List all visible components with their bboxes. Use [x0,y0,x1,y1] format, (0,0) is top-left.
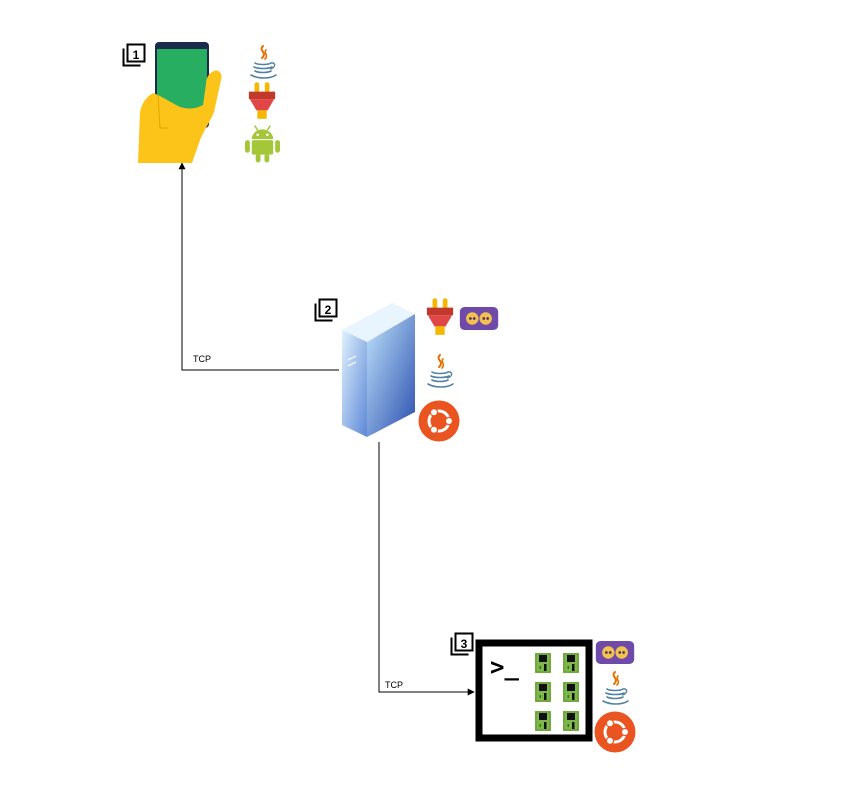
edge-tcp-to-terminal: TCP [378,442,475,696]
java-icon [250,45,277,79]
chip-icon [563,682,579,702]
edge-label-tcp: TCP [193,354,211,364]
edge-line [178,162,339,371]
java-icon [427,354,454,388]
hand-phone-icon [138,42,222,163]
java-icon [602,671,629,705]
edge-tcp-to-phone: TCP [178,162,339,371]
socket-icon [595,641,635,664]
server-icon [342,303,415,437]
chip-icon [563,711,579,731]
terminal-prompt: >_ [490,653,519,681]
chip-icon [535,653,551,673]
node-mobile-client[interactable]: 1 [122,42,281,163]
chip-icon [535,711,551,731]
badge-number: 1 [133,48,140,62]
badge-1: 1 [122,43,146,67]
ubuntu-icon [594,711,636,753]
plug-icon [426,298,454,335]
badge-2: 2 [314,298,338,322]
node-server[interactable]: 2 [314,298,499,442]
badge-number: 3 [461,637,468,651]
android-icon [245,124,280,163]
edge-line [378,442,475,696]
badge-3: 3 [450,632,474,656]
plug-icon [248,82,276,119]
chip-icon [535,682,551,702]
chip-icon [563,653,579,673]
socket-icon [459,307,499,330]
node-terminal[interactable]: 3 >_ [450,632,636,753]
ubuntu-icon [418,400,460,442]
edge-label-tcp: TCP [385,680,403,690]
badge-number: 2 [325,303,332,317]
terminal-icon: >_ [475,639,593,742]
